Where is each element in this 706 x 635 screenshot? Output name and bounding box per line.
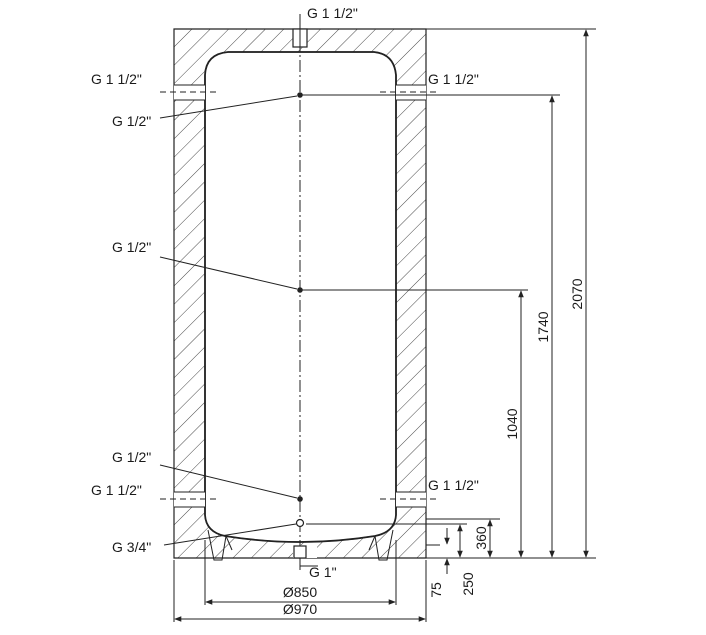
label-lower-left: G 1 1/2" xyxy=(91,482,142,498)
dim-total-height: 2070 xyxy=(569,278,585,309)
dim-upper-height: 1740 xyxy=(535,311,551,342)
label-sensor-top: G 1/2" xyxy=(112,113,151,129)
tank-wall xyxy=(204,51,397,543)
label-sensor-mid: G 1/2" xyxy=(112,239,151,255)
label-top: G 1 1/2" xyxy=(307,5,358,21)
extension-lines xyxy=(173,28,596,622)
bottom-outlet xyxy=(293,545,307,566)
label-upper-left: G 1 1/2" xyxy=(91,71,142,87)
label-drain: G 3/4" xyxy=(112,539,151,555)
label-lower-right: G 1 1/2" xyxy=(428,477,479,493)
dim-lower-height: 360 xyxy=(473,526,489,550)
leader-lines xyxy=(159,95,318,567)
dim-drain-height: 250 xyxy=(460,572,476,596)
lower-side-ports xyxy=(160,491,440,508)
sensor-points xyxy=(295,92,305,528)
upper-side-ports xyxy=(160,84,440,101)
dimension-lines xyxy=(174,29,589,622)
label-upper-right: G 1 1/2" xyxy=(428,71,479,87)
label-sensor-low: G 1/2" xyxy=(112,449,151,465)
dim-inner-diameter: Ø850 xyxy=(283,584,317,600)
tank-legs xyxy=(207,529,394,561)
dim-outer-diameter: Ø970 xyxy=(283,601,317,617)
dim-leg-height: 75 xyxy=(428,582,444,598)
dim-mid-height: 1040 xyxy=(504,408,520,439)
label-bottom: G 1" xyxy=(309,564,337,580)
